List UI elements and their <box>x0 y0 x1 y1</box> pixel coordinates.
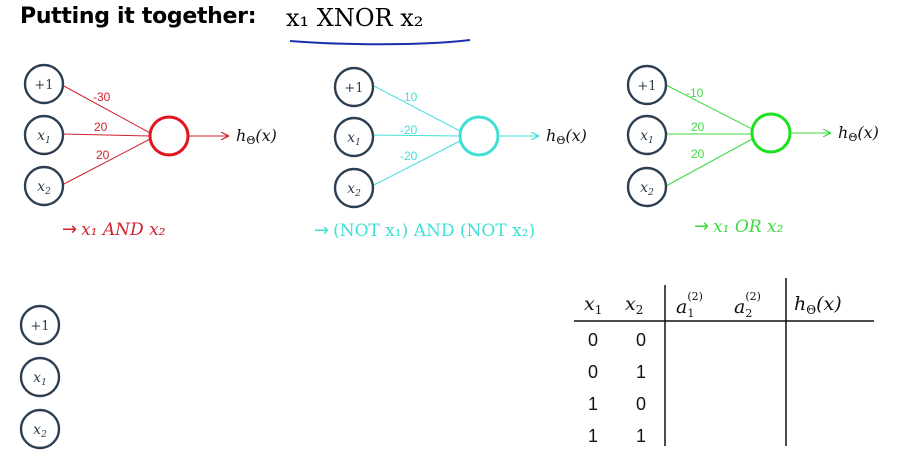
table-row: 1 1 <box>588 426 646 446</box>
weight-x1: -20 <box>400 123 418 137</box>
svg-text:+1: +1 <box>34 78 53 93</box>
input-node-x1: x1 <box>626 114 668 156</box>
edge-x1 <box>61 133 151 137</box>
svg-text:1: 1 <box>636 426 646 446</box>
weight-bias: -30 <box>93 90 111 104</box>
svg-text:+1: +1 <box>637 79 656 94</box>
header-x1: x1 <box>584 293 602 317</box>
slide-title: Putting it together: <box>20 4 257 29</box>
input-node-x2: x2 <box>333 167 375 209</box>
header-x2: x2 <box>625 293 643 317</box>
output-neuron <box>148 115 190 157</box>
hand-arrow-icon: → <box>694 216 710 237</box>
input-node-bias: +1 <box>23 63 65 105</box>
svg-text:1: 1 <box>588 394 598 414</box>
weight-x1: 20 <box>94 120 108 134</box>
input-node-x2: x2 <box>626 166 668 208</box>
hand-arrow-icon: → <box>314 220 330 241</box>
svg-text:+1: +1 <box>30 319 49 334</box>
weight-x2: -20 <box>400 149 418 163</box>
title-math: x₁ XNOR x₂ <box>286 4 423 32</box>
input-node-bias: +1 <box>333 66 375 108</box>
input-node-x1: x1 <box>23 114 65 156</box>
title-underline <box>289 39 471 46</box>
table-row: 1 0 <box>588 394 646 414</box>
weight-x2: 20 <box>691 147 705 161</box>
truth-table: x1 x2 a1(2) a2(2) hΘ(x) 0 0 0 1 1 0 1 1 <box>574 278 874 446</box>
svg-text:0: 0 <box>588 362 598 382</box>
edge-x2 <box>665 137 755 187</box>
edge-x2 <box>371 139 463 187</box>
header-h: hΘ(x) <box>794 293 842 317</box>
edge-bias <box>61 84 153 135</box>
svg-text:1: 1 <box>588 426 598 446</box>
label-and: →x₁ AND x₂ <box>62 219 166 240</box>
edge-bias <box>665 84 755 131</box>
svg-text:1: 1 <box>636 362 646 382</box>
weight-bias: -10 <box>686 86 704 100</box>
bottom-input-x1: x1 <box>19 356 61 398</box>
header-a1: a1(2) <box>676 290 703 320</box>
table-row: 0 1 <box>588 362 646 382</box>
output-label: hΘ(x) <box>546 126 587 147</box>
network-and: -30 20 20 +1 x1 x2 hΘ(x) <box>23 63 277 207</box>
bottom-inputs: +1 x1 x2 <box>19 304 61 450</box>
output-neuron <box>750 112 792 154</box>
bottom-input-bias: +1 <box>19 304 61 346</box>
label-or: →x₁ OR x₂ <box>694 216 784 237</box>
table-row: 0 0 <box>588 330 646 350</box>
svg-text:+1: +1 <box>344 81 363 96</box>
edge-x2 <box>61 137 153 186</box>
input-node-x1: x1 <box>333 116 375 158</box>
network-nor: 10 -20 -20 +1 x1 x2 hΘ(x) <box>333 66 587 209</box>
edge-bias <box>371 84 463 133</box>
header-a2: a2(2) <box>734 290 761 320</box>
input-node-x2: x2 <box>23 165 65 207</box>
network-or: -10 20 20 +1 x1 x2 hΘ(x) <box>626 64 879 208</box>
weight-bias: 10 <box>404 90 418 104</box>
svg-text:0: 0 <box>636 394 646 414</box>
output-label: hΘ(x) <box>236 126 277 147</box>
hand-arrow-icon: → <box>62 219 78 240</box>
label-nor: →(NOT x₁) AND (NOT x₂) <box>314 220 536 241</box>
weight-x2: 20 <box>96 148 110 162</box>
svg-text:0: 0 <box>588 330 598 350</box>
weight-x1: 20 <box>691 120 705 134</box>
input-node-bias: +1 <box>626 64 668 106</box>
svg-text:0: 0 <box>636 330 646 350</box>
output-neuron <box>458 115 500 157</box>
title-xnor: x₁ XNOR x₂ <box>286 4 424 32</box>
bottom-input-x2: x2 <box>19 408 61 450</box>
edge-x1 <box>371 134 461 137</box>
output-label: hΘ(x) <box>838 123 879 144</box>
